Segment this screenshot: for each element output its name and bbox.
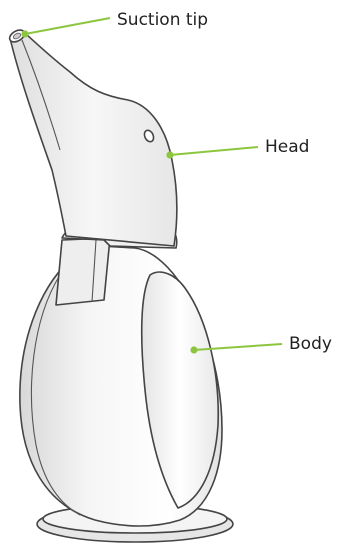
head-label: Head: [265, 137, 309, 157]
head-leader-line: [170, 147, 258, 155]
suction-tip-label: Suction tip: [117, 10, 208, 30]
head: [8, 28, 177, 246]
left-flipper: [56, 238, 110, 305]
callout-head: Head: [166, 137, 309, 159]
suction-tip-leader-line: [25, 18, 110, 34]
body-label: Body: [289, 334, 332, 354]
callout-suction-tip: Suction tip: [21, 10, 208, 38]
